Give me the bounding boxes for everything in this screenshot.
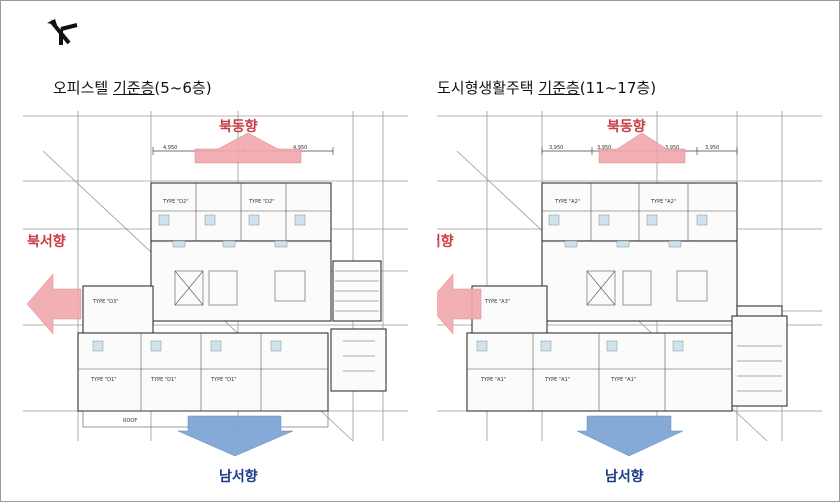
title-underlined: 기준층 — [538, 79, 580, 97]
north-direction-arrow — [194, 132, 302, 164]
north-direction-arrow — [598, 132, 686, 164]
room-type-label: TYPE "A2" — [650, 199, 676, 205]
floor-plan-urban-housing: 3,950 3,950 3,950 3,950 — [437, 111, 822, 491]
room-type-label: TYPE "A1" — [610, 377, 636, 383]
west-direction-arrow — [437, 273, 482, 335]
room-type-label: TYPE "D2" — [248, 199, 275, 205]
floor-plan-officetel: 4,950 4,950 — [23, 111, 408, 491]
west-direction-arrow — [26, 273, 82, 335]
room-type-label: TYPE "D2" — [162, 199, 189, 205]
dimension-label: 3,950 — [597, 145, 611, 151]
title-prefix: 도시형생활주택 — [437, 79, 534, 97]
title-prefix: 오피스텔 — [53, 79, 109, 97]
room-type-label: TYPE "A3" — [484, 299, 510, 305]
south-direction-arrow — [576, 415, 684, 457]
north-compass-icon — [47, 19, 78, 45]
west-direction-label: 북서향 — [437, 233, 454, 250]
room-type-label: TYPE "A2" — [554, 199, 580, 205]
roof-label: ROOF — [123, 418, 137, 424]
dimension-label: 3,950 — [549, 145, 563, 151]
south-direction-arrow — [177, 415, 294, 457]
title-suffix: (11~17층) — [579, 79, 657, 97]
room-type-label: TYPE "A1" — [480, 377, 506, 383]
dimension-label: 3,950 — [665, 145, 679, 151]
west-direction-label: 북서향 — [27, 233, 66, 250]
room-type-label: TYPE "D1" — [150, 377, 177, 383]
title-underlined: 기준층 — [112, 79, 155, 97]
north-direction-label: 북동향 — [219, 118, 258, 135]
room-type-label: TYPE "D3" — [92, 299, 119, 305]
plan-title-officetel: 오피스텔 기준층(5~6층) — [53, 77, 212, 98]
dimension-label: 3,950 — [705, 145, 719, 151]
room-type-label: TYPE "A1" — [544, 377, 570, 383]
room-type-label: TYPE "D1" — [210, 377, 237, 383]
dimension-label: 4,950 — [163, 145, 177, 151]
floor-plan-drawing: 4,950 4,950 — [23, 111, 408, 485]
south-direction-label: 남서향 — [605, 468, 644, 485]
plan-title-urban-housing: 도시형생활주택 기준층(11~17층) — [437, 77, 656, 98]
north-direction-label: 북동향 — [607, 118, 646, 135]
floor-plan-drawing: 3,950 3,950 3,950 3,950 — [437, 111, 822, 485]
title-suffix: (5~6층) — [154, 79, 212, 97]
dimension-label: 4,950 — [293, 145, 307, 151]
south-direction-label: 남서향 — [219, 468, 258, 485]
room-type-label: TYPE "D1" — [90, 377, 117, 383]
